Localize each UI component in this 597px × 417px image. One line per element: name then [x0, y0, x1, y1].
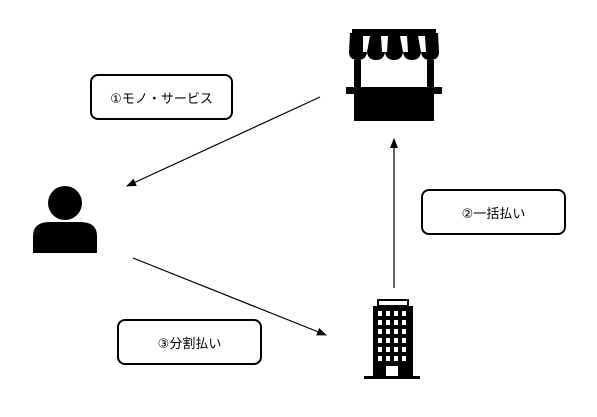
arrow-store-to-person [126, 96, 321, 187]
label-goods-services-text: ①モノ・サービス [110, 91, 213, 107]
person-icon [33, 186, 97, 253]
label-lump-sum-payment-text: ②一括払い [461, 206, 526, 222]
store-icon [346, 29, 442, 121]
office-building-icon [364, 299, 420, 379]
arrow-person-to-building [132, 257, 327, 336]
label-goods-services: ①モノ・サービス [90, 74, 233, 120]
label-installment-payment: ③分割払い [117, 319, 262, 365]
label-lump-sum-payment: ②一括払い [421, 189, 566, 235]
label-installment-payment-text: ③分割払い [157, 336, 222, 352]
